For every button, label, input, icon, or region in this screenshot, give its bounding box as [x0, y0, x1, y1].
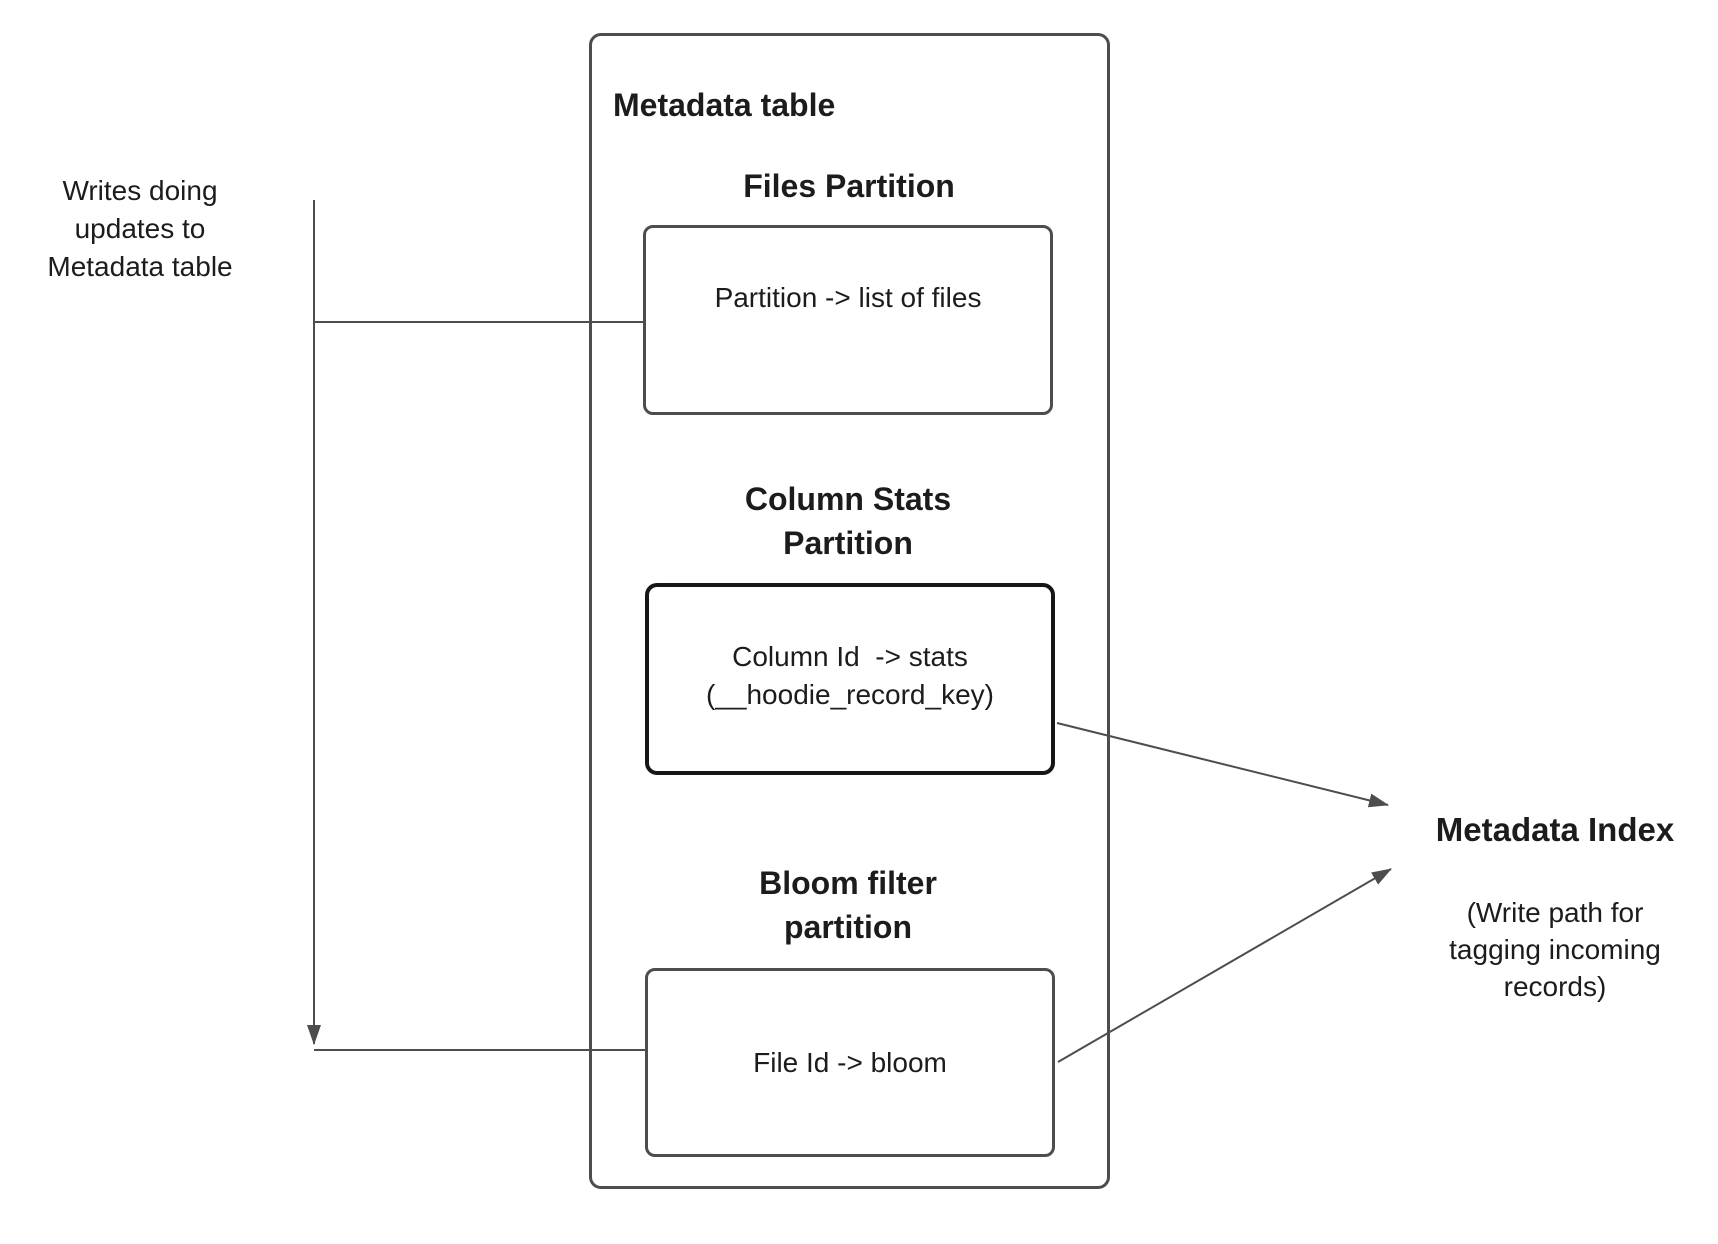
metadata-table-container	[589, 33, 1110, 1189]
bloom-filter-partition-box: File Id -> bloom	[645, 968, 1055, 1157]
files-partition-box-label: Partition -> list of files	[714, 282, 982, 313]
files-partition-box: Partition -> list of files	[643, 225, 1053, 415]
files-partition-heading: Files Partition	[743, 168, 955, 204]
metadata-index-subtitle: (Write path for tagging incoming records…	[1449, 897, 1661, 1002]
metadata-index-title: Metadata Index	[1435, 811, 1675, 848]
writes-note: Writes doing updates to Metadata table	[47, 175, 233, 282]
column-stats-partition-heading: Column Stats Partition	[744, 481, 952, 561]
bloom-filter-partition-box-label: File Id -> bloom	[753, 1046, 947, 1078]
column-stats-partition-box-label: Column Id -> stats (__hoodie_record_key)	[706, 641, 994, 710]
metadata-table-title: Metadata table	[613, 87, 836, 123]
bloom-filter-partition-heading: Bloom filter partition	[759, 865, 937, 945]
column-stats-partition-box: Column Id -> stats (__hoodie_record_key)	[645, 583, 1055, 775]
